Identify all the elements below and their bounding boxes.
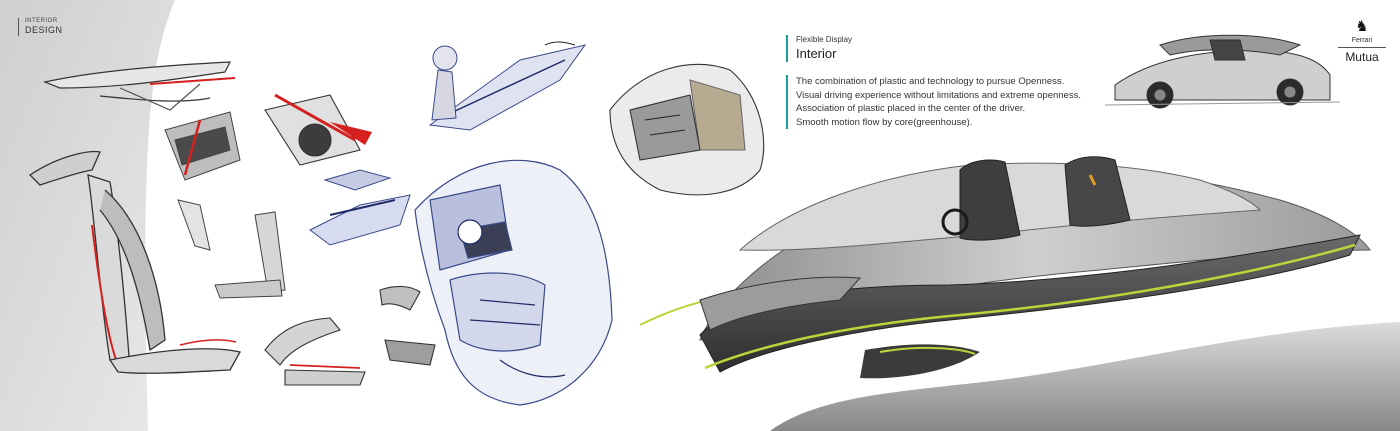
seat-sketch-large xyxy=(28,150,241,374)
blue-sketch-group xyxy=(309,41,587,246)
title-block: Flexible Display Interior xyxy=(786,35,852,62)
side-view-car xyxy=(1104,34,1341,109)
description-line: The combination of plastic and technolog… xyxy=(796,76,1065,87)
prancing-horse-icon: ♞ xyxy=(1355,18,1369,35)
ground-shadow xyxy=(770,322,1400,431)
chair-sketch-lower xyxy=(264,285,436,386)
brand-name: Ferrari xyxy=(1351,37,1373,44)
brand-divider xyxy=(1338,47,1386,48)
background-wedge xyxy=(0,0,175,431)
cockpit-topview-sketch xyxy=(609,63,765,196)
interior-topview-sketch xyxy=(414,159,613,406)
wing-sketch xyxy=(42,61,236,111)
section-label-small: INTERIOR xyxy=(25,18,58,24)
description-line: Association of plastic placed in the cen… xyxy=(796,103,1026,114)
description-block: The combination of plastic and technolog… xyxy=(786,75,1081,129)
description-line: Smooth motion flow by core(greenhouse). xyxy=(796,116,973,128)
brand-block: ♞ Ferrari Mutua xyxy=(1338,18,1386,64)
page-subtitle: Flexible Display xyxy=(796,35,853,44)
model-name: Mutua xyxy=(1345,50,1379,64)
console-sketch xyxy=(264,93,372,166)
section-label-big: DESIGN xyxy=(25,25,63,35)
page-title: Interior xyxy=(796,46,837,61)
main-canopy-render xyxy=(639,156,1371,379)
seat-sketch-small xyxy=(164,111,286,299)
description-line: Visual driving experience without limita… xyxy=(796,89,1081,101)
section-label: INTERIOR DESIGN xyxy=(18,18,63,36)
